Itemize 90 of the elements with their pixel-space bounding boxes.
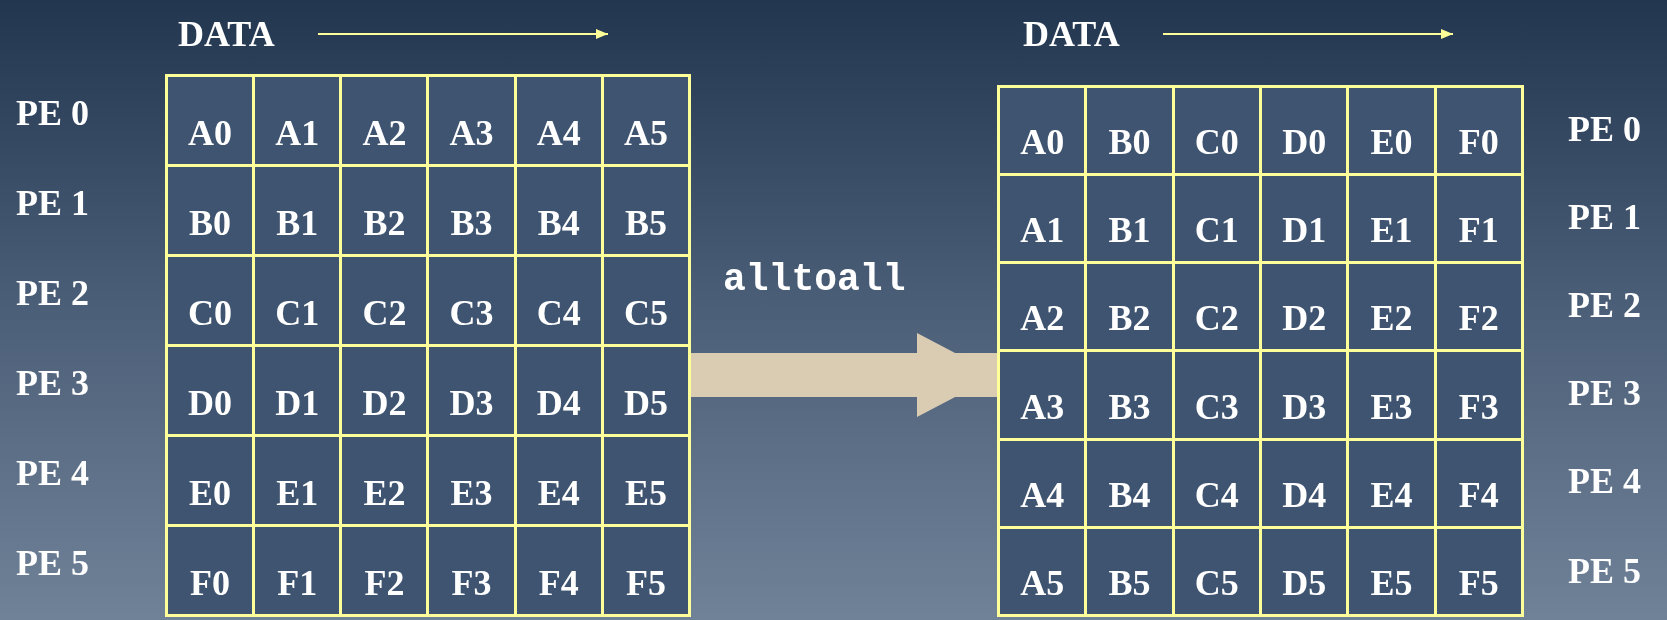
data-cell: A0 [1000, 88, 1085, 174]
data-cell: E5 [1349, 528, 1434, 614]
data-cell: D1 [255, 347, 340, 434]
data-cell: F1 [1436, 176, 1521, 262]
data-cell: B4 [516, 167, 601, 254]
row-label: PE 0 [1568, 108, 1641, 150]
data-cell: A2 [1000, 264, 1085, 350]
data-cell: B3 [429, 167, 514, 254]
data-cell: C2 [342, 257, 427, 344]
axis-label: DATA [178, 13, 275, 55]
row-label: PE 4 [16, 452, 89, 494]
data-cell: A1 [255, 77, 340, 164]
data-cell: B2 [342, 167, 427, 254]
data-cell: C5 [603, 257, 688, 344]
data-cell: B5 [1087, 528, 1172, 614]
row-label: PE 4 [1568, 460, 1641, 502]
data-cell: E2 [342, 437, 427, 524]
data-cell: D1 [1262, 176, 1347, 262]
data-cell: E4 [1349, 440, 1434, 526]
data-cell: F5 [603, 527, 688, 614]
data-cell: F4 [1436, 440, 1521, 526]
data-cell: B0 [1087, 88, 1172, 174]
data-cell: D2 [1262, 264, 1347, 350]
data-cell: D3 [1262, 352, 1347, 438]
data-cell: A0 [168, 77, 253, 164]
row-label: PE 0 [16, 92, 89, 134]
data-cell: C4 [1174, 440, 1259, 526]
data-cell: B3 [1087, 352, 1172, 438]
data-cell: E4 [516, 437, 601, 524]
data-cell: E0 [1349, 88, 1434, 174]
data-cell: A4 [1000, 440, 1085, 526]
data-cell: B5 [603, 167, 688, 254]
data-cell: D0 [168, 347, 253, 434]
row-label: PE 5 [16, 542, 89, 584]
data-cell: F0 [168, 527, 253, 614]
data-cell: E5 [603, 437, 688, 524]
data-cell: E3 [1349, 352, 1434, 438]
data-cell: B1 [255, 167, 340, 254]
data-cell: E0 [168, 437, 253, 524]
data-cell: A5 [603, 77, 688, 164]
data-cell: C3 [429, 257, 514, 344]
data-cell: D5 [603, 347, 688, 434]
data-cell: F5 [1436, 528, 1521, 614]
data-cell: B2 [1087, 264, 1172, 350]
data-cell: D0 [1262, 88, 1347, 174]
data-cell: E1 [1349, 176, 1434, 262]
block-arrow [691, 333, 997, 417]
row-label: PE 3 [16, 362, 89, 404]
table-grid [165, 74, 691, 617]
axis-label: DATA [1023, 13, 1120, 55]
data-cell: E2 [1349, 264, 1434, 350]
data-cell: F0 [1436, 88, 1521, 174]
data-cell: D4 [516, 347, 601, 434]
row-label: PE 3 [1568, 372, 1641, 414]
row-label: PE 1 [1568, 196, 1641, 238]
data-cell: B1 [1087, 176, 1172, 262]
data-cell: F4 [516, 527, 601, 614]
data-cell: A3 [1000, 352, 1085, 438]
data-cell: C4 [516, 257, 601, 344]
data-cell: C1 [255, 257, 340, 344]
data-cell: D2 [342, 347, 427, 434]
data-cell: B4 [1087, 440, 1172, 526]
row-label: PE 1 [16, 182, 89, 224]
data-cell: F1 [255, 527, 340, 614]
data-cell: C3 [1174, 352, 1259, 438]
row-label: PE 5 [1568, 550, 1641, 592]
data-cell: D4 [1262, 440, 1347, 526]
data-cell: A2 [342, 77, 427, 164]
data-cell: E1 [255, 437, 340, 524]
table-grid [997, 85, 1524, 617]
data-cell: E3 [429, 437, 514, 524]
data-cell: C0 [1174, 88, 1259, 174]
data-cell: F2 [1436, 264, 1521, 350]
data-cell: C1 [1174, 176, 1259, 262]
data-cell: C5 [1174, 528, 1259, 614]
row-label: PE 2 [1568, 284, 1641, 326]
data-cell: B0 [168, 167, 253, 254]
data-cell: D3 [429, 347, 514, 434]
data-cell: A5 [1000, 528, 1085, 614]
edge-label: alltoall [723, 258, 906, 301]
data-cell: C0 [168, 257, 253, 344]
data-cell: F3 [1436, 352, 1521, 438]
data-cell: A4 [516, 77, 601, 164]
data-cell: F2 [342, 527, 427, 614]
data-cell: D5 [1262, 528, 1347, 614]
row-label: PE 2 [16, 272, 89, 314]
data-cell: F3 [429, 527, 514, 614]
data-cell: A1 [1000, 176, 1085, 262]
data-cell: A3 [429, 77, 514, 164]
data-cell: C2 [1174, 264, 1259, 350]
